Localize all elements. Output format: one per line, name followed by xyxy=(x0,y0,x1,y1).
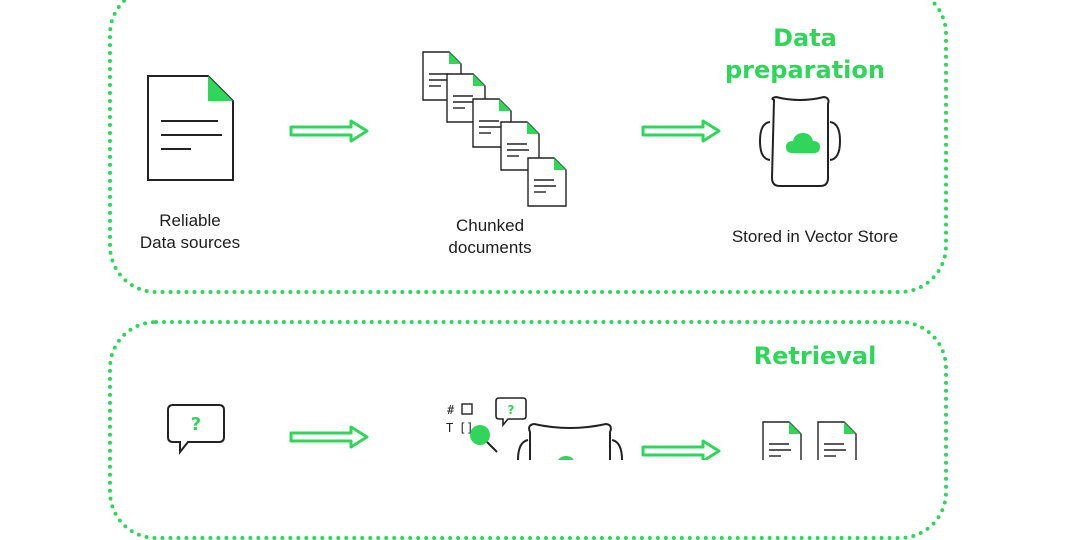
retrieval-title: Retrieval xyxy=(753,342,877,370)
reliable-data-sources-label-line1: Reliable xyxy=(159,211,221,230)
arrow-icon xyxy=(289,119,369,143)
svg-text:?: ? xyxy=(191,414,201,435)
data-preparation-title-line1: Data xyxy=(773,24,837,52)
vector-store-icon xyxy=(758,95,842,187)
chunked-documents-label: Chunked documents xyxy=(410,215,570,259)
vector-store-icon xyxy=(517,422,623,460)
question-bubble-icon: ? xyxy=(167,404,225,455)
svg-text:?: ? xyxy=(508,403,515,417)
arrow-icon xyxy=(641,119,721,143)
chunked-documents-label-line2: documents xyxy=(448,238,532,257)
chunked-documents-icon xyxy=(422,51,567,207)
svg-text:T: T xyxy=(446,421,453,435)
chunked-documents-label-line1: Chunked xyxy=(455,216,525,235)
stored-in-vector-store-label: Stored in Vector Store xyxy=(731,227,899,246)
svg-text:[]: [] xyxy=(459,421,473,435)
document-icon xyxy=(147,75,234,181)
search-query-icon: # T [] ? xyxy=(446,397,527,453)
diagram-graphics: ? # T [] ? xyxy=(147,51,857,460)
svg-text:#: # xyxy=(447,403,455,417)
arrow-icon xyxy=(641,439,721,460)
data-preparation-panel xyxy=(108,0,948,294)
data-preparation-title-line2: preparation xyxy=(725,56,885,84)
reliable-data-sources-label: Reliable Data sources xyxy=(120,210,260,254)
retrieved-documents-icon xyxy=(762,421,857,460)
reliable-data-sources-label-line2: Data sources xyxy=(139,233,241,252)
arrow-icon xyxy=(289,425,369,449)
data-preparation-title: Data preparation xyxy=(700,22,910,86)
